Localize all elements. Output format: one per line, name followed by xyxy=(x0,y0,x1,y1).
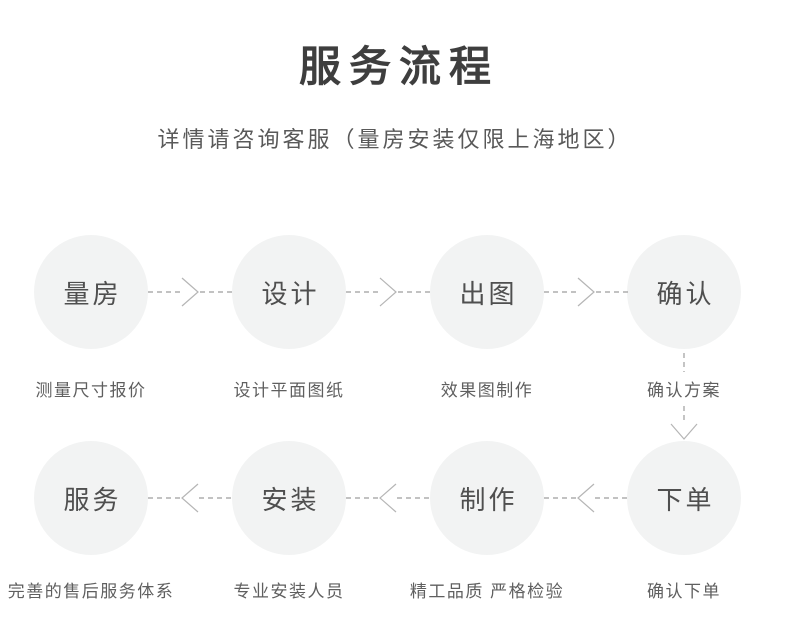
step-caption: 设计平面图纸 xyxy=(233,381,345,400)
step-label: 量房 xyxy=(63,278,122,309)
step-circle-confirm: 确认 xyxy=(627,235,741,349)
step-circle-measure: 量房 xyxy=(34,235,148,349)
step-caption: 确认下单 xyxy=(647,582,721,601)
step-circle-design: 设计 xyxy=(232,235,346,349)
step-circle-service: 服务 xyxy=(34,441,148,555)
step-label: 制作 xyxy=(459,484,518,515)
step-label: 设计 xyxy=(261,278,320,309)
page-title: 服务流程 xyxy=(298,43,499,90)
arrow-right-icon xyxy=(346,277,430,307)
page-subtitle: 详情请咨询客服（量房安装仅限上海地区） xyxy=(157,127,633,152)
step-circle-drawing: 出图 xyxy=(430,235,544,349)
step-caption: 确认方案 xyxy=(647,381,721,400)
step-caption: 完善的售后服务体系 xyxy=(7,582,175,601)
step-caption: 测量尺寸报价 xyxy=(35,381,147,400)
arrow-right-icon xyxy=(148,277,232,307)
step-caption: 精工品质 严格检验 xyxy=(409,582,565,601)
step-circle-order: 下单 xyxy=(627,441,741,555)
arrow-right-icon xyxy=(544,277,628,307)
step-label: 下单 xyxy=(656,484,715,515)
step-circle-install: 安装 xyxy=(232,441,346,555)
arrow-left-icon xyxy=(148,483,232,513)
step-caption: 专业安装人员 xyxy=(233,582,345,601)
step-label: 确认 xyxy=(656,278,715,309)
arrow-left-icon xyxy=(544,483,628,513)
arrow-left-icon xyxy=(346,483,430,513)
step-circle-produce: 制作 xyxy=(430,441,544,555)
step-caption: 效果图制作 xyxy=(440,381,534,400)
step-label: 服务 xyxy=(63,484,122,515)
step-label: 出图 xyxy=(459,278,518,309)
arrow-down-icon xyxy=(670,353,698,440)
step-label: 安装 xyxy=(261,484,320,515)
